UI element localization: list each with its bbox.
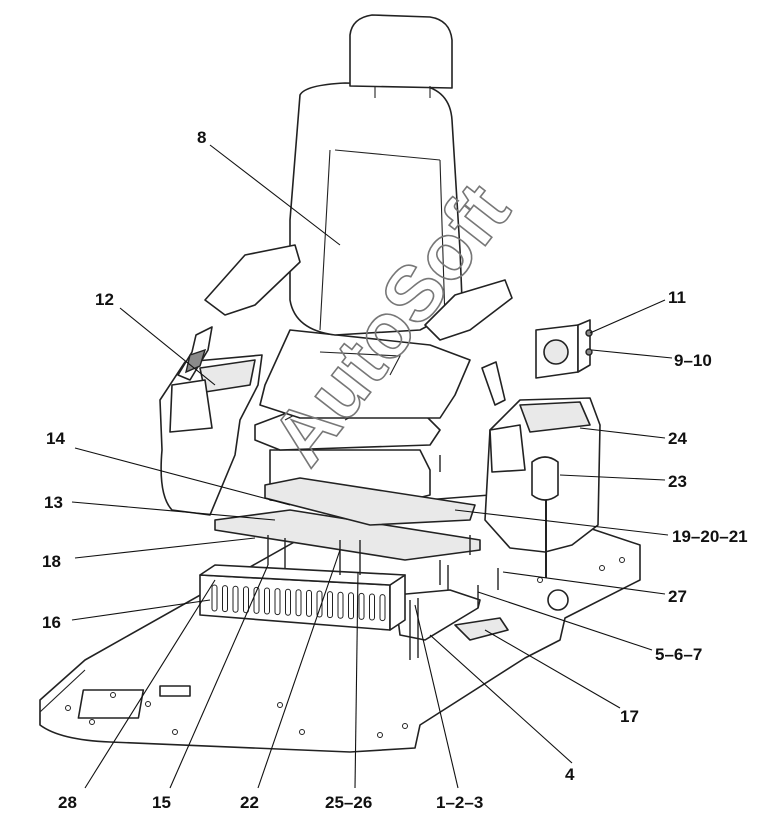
vent-slot	[285, 588, 291, 616]
leader-9-10	[591, 349, 673, 359]
vent-slot	[295, 589, 302, 617]
right-console-panel	[519, 401, 591, 433]
seat-cushion-seam	[319, 351, 401, 376]
vent-slot	[348, 592, 354, 620]
leader-12	[119, 307, 216, 386]
leader-14	[74, 447, 291, 506]
callout-27: 27	[668, 587, 687, 606]
lower-frame-rail	[214, 509, 481, 561]
leader-22	[257, 549, 341, 789]
base-plate-bolt-holes	[65, 557, 625, 738]
leader-1-2-3	[414, 604, 459, 789]
callout-5-6-7: 5–6–7	[655, 645, 702, 664]
vent-slot	[306, 589, 312, 617]
base-plate-cutout	[77, 689, 145, 719]
vent-slot	[337, 591, 344, 619]
leader-8	[209, 144, 341, 246]
leader-25-26	[354, 571, 359, 789]
bracket-11	[535, 319, 593, 379]
callout-19-20-21: 19–20–21	[672, 527, 748, 546]
slotted-cover	[199, 564, 406, 631]
callout-15: 15	[152, 793, 171, 812]
backrest-seam	[319, 149, 446, 331]
callout-24: 24	[668, 429, 687, 448]
callout-11: 11	[668, 288, 686, 307]
vent-slot	[211, 584, 218, 612]
callout-14: 14	[46, 429, 65, 448]
callout-16: 16	[42, 613, 61, 632]
leader-13	[71, 501, 276, 521]
base-plate-edge	[39, 669, 86, 725]
vent-slot	[243, 586, 249, 614]
base-plate-hole	[547, 589, 569, 611]
leader-19-20-21	[454, 509, 669, 536]
right-armrest	[424, 279, 513, 341]
leader-11	[589, 299, 666, 334]
callout-1-2-3: 1–2–3	[436, 793, 483, 812]
leader-16	[71, 599, 211, 621]
callout-12: 12	[95, 290, 114, 309]
callout-8: 8	[197, 128, 206, 147]
vent-slot	[358, 592, 365, 620]
callout-17: 17	[620, 707, 639, 726]
vent-slot	[274, 588, 281, 616]
leader-23	[559, 474, 666, 481]
vent-slot	[222, 585, 228, 613]
vent-slot	[327, 591, 333, 619]
callout-9-10: 9–10	[674, 351, 712, 370]
callout-18: 18	[42, 552, 61, 571]
seat-headrest	[349, 14, 453, 89]
callout-4: 4	[565, 765, 575, 784]
leader-27	[502, 571, 666, 595]
leader-15	[169, 564, 269, 789]
right-joystick	[481, 361, 559, 578]
leader-18	[74, 537, 256, 559]
vent-slot	[316, 590, 323, 618]
vent-slot	[379, 594, 386, 622]
leader-4	[429, 634, 573, 764]
leader-lines	[71, 144, 673, 789]
leader-5-6-7	[477, 591, 653, 651]
vent-slot	[369, 593, 375, 621]
leader-28	[84, 579, 216, 789]
callout-25-26: 25–26	[325, 793, 372, 812]
callout-28: 28	[58, 793, 77, 812]
base-plate-slot	[159, 685, 191, 697]
cover-plate-17	[454, 617, 509, 641]
left-armrest	[204, 244, 301, 316]
leader-24	[579, 427, 666, 439]
callout-labels: 8 11 12 9–10 14 24 23 13 19–20–21 18 27 …	[42, 128, 748, 812]
callout-23: 23	[668, 472, 687, 491]
leader-17	[484, 629, 621, 709]
callout-22: 22	[240, 793, 259, 812]
left-joystick	[169, 326, 213, 433]
vent-slot	[264, 587, 270, 615]
vent-slot	[232, 585, 239, 613]
callout-13: 13	[44, 493, 63, 512]
